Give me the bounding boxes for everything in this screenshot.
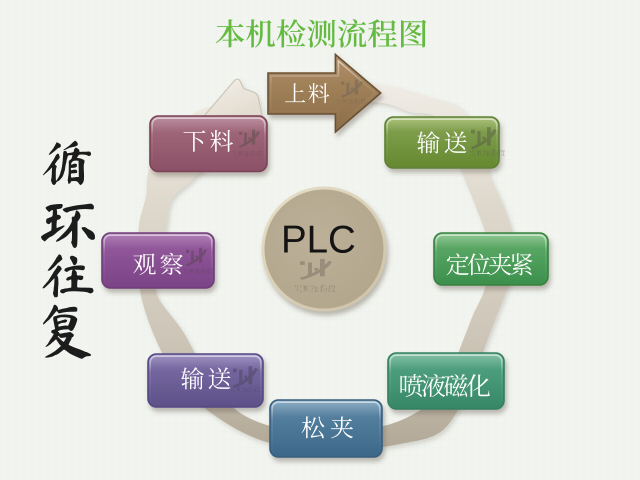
svg-text:PLC: PLC bbox=[281, 219, 356, 262]
